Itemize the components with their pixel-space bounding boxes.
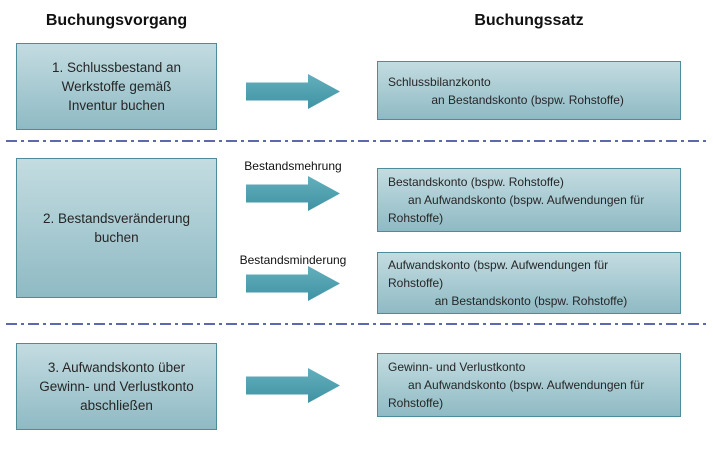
right-arrow-icon (246, 368, 340, 403)
entry-box-2b: Aufwandskonto (bspw. Aufwendungen für Ro… (377, 252, 681, 314)
entry-box-1: Schlussbilanzkonto an Bestandskonto (bsp… (377, 61, 681, 120)
right-arrow-icon (246, 266, 340, 301)
dashed-divider-1 (6, 140, 710, 142)
arrow-label-bestandsmehrung: Bestandsmehrung (244, 159, 342, 173)
step-3-label: 3. Aufwandskonto über Gewinn- und Verlus… (39, 360, 194, 413)
entry-box-2a: Bestandskonto (bspw. Rohstoffe) an Aufwa… (377, 168, 681, 232)
right-arrow-icon (246, 176, 340, 211)
step-1-label: 1. Schlussbestand an Werkstoffe gemäß In… (51, 60, 182, 113)
entry-1-text: Schlussbilanzkonto an Bestandskonto (bsp… (388, 74, 624, 107)
entry-2b-text: Aufwandskonto (bspw. Aufwendungen für Ro… (388, 258, 628, 308)
step-2-label: 2. Bestandsveränderung buchen (42, 211, 191, 245)
entry-box-3: Gewinn- und Verlustkonto an Aufwandskont… (377, 353, 681, 417)
entry-2a-text: Bestandskonto (bspw. Rohstoffe) an Aufwa… (388, 175, 645, 225)
step-box-3: 3. Aufwandskonto über Gewinn- und Verlus… (16, 343, 217, 430)
column-header-buchungssatz: Buchungssatz (474, 12, 584, 29)
entry-3-text: Gewinn- und Verlustkonto an Aufwandskont… (388, 360, 645, 410)
step-box-1: 1. Schlussbestand an Werkstoffe gemäß In… (16, 43, 217, 130)
right-arrow-icon (246, 74, 340, 109)
step-box-2: 2. Bestandsveränderung buchen (16, 158, 217, 298)
arrow-label-bestandsminderung: Bestandsminderung (239, 253, 347, 267)
dashed-divider-2 (6, 323, 710, 325)
column-header-buchungsvorgang: Buchungsvorgang (45, 12, 188, 29)
